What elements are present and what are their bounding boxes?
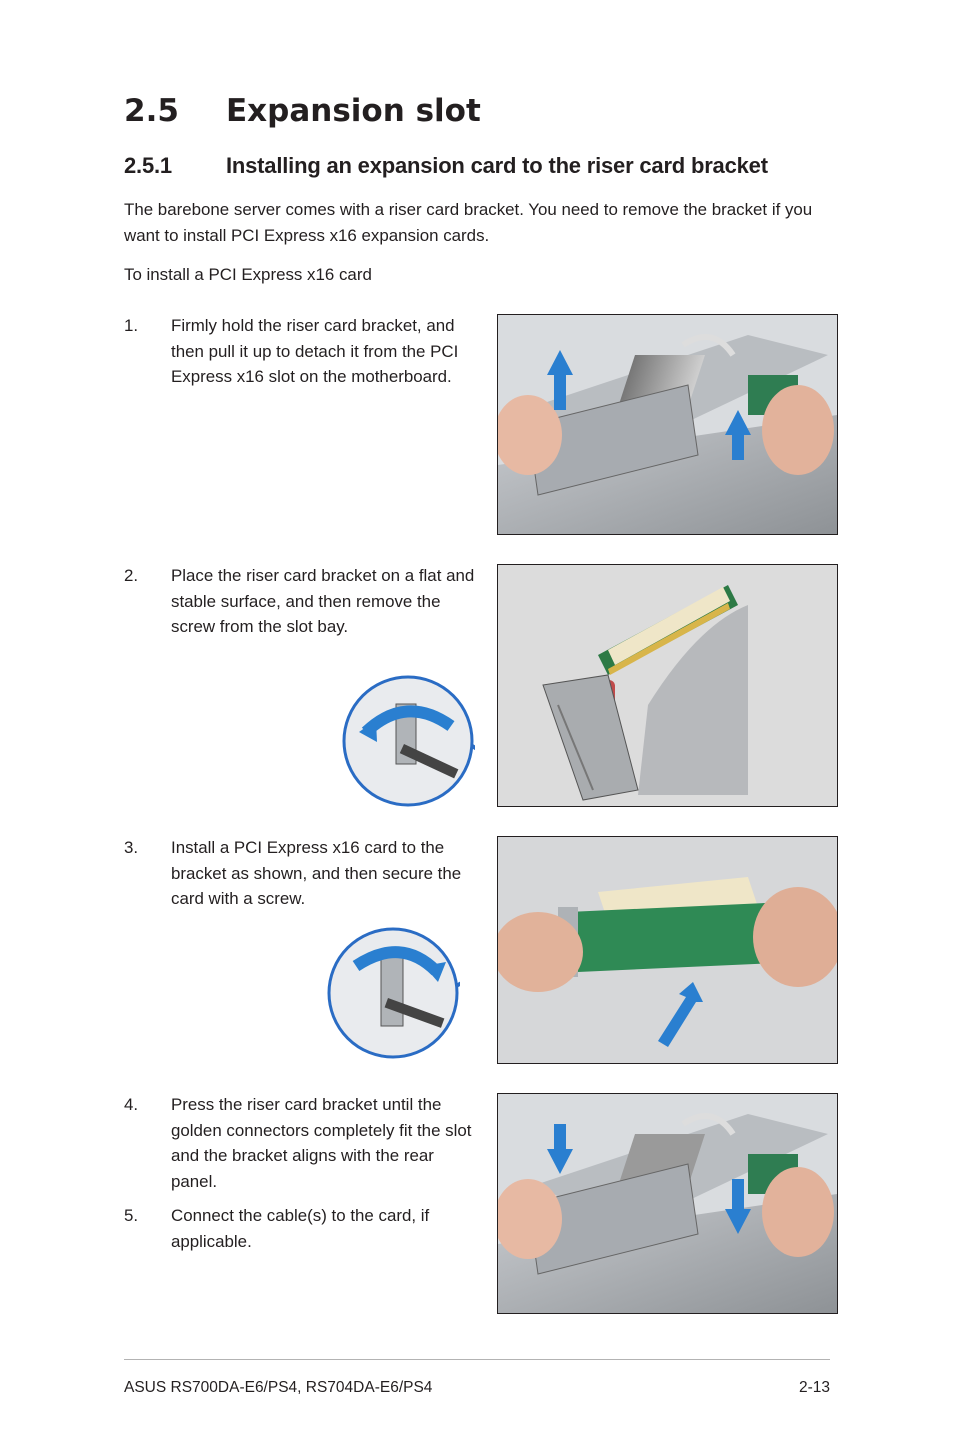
subsection-title: Installing an expansion card to the rise… xyxy=(226,153,768,178)
photo-riser-bracket-screw xyxy=(497,564,838,807)
step-text: Press the riser card bracket until the g… xyxy=(171,1095,472,1191)
step-number: 4. xyxy=(124,1095,139,1114)
intro-paragraph: The barebone server comes with a riser c… xyxy=(124,200,813,245)
step-5: 5. Connect the cable(s) to the card, if … xyxy=(124,1203,484,1254)
footer-rule xyxy=(124,1359,830,1360)
procedure-title: To install a PCI Express x16 card xyxy=(124,265,372,284)
step-number: 1. xyxy=(124,316,139,335)
step-text: Install a PCI Express x16 card to the br… xyxy=(171,838,462,908)
photo-pull-riser-bracket xyxy=(497,314,838,535)
photo-install-pci-card xyxy=(497,836,838,1064)
step-text: Connect the cable(s) to the card, if app… xyxy=(171,1206,430,1251)
subsection-heading: 2.5.1 Installing an expansion card to the… xyxy=(124,151,768,181)
callout-secure-screw xyxy=(326,926,499,1060)
footer-model: ASUS RS700DA-E6/PS4, RS704DA-E6/PS4 xyxy=(124,1379,433,1396)
step-text: Firmly hold the riser card bracket, and … xyxy=(171,316,459,386)
subsection-number: 2.5.1 xyxy=(124,153,172,178)
section-heading: 2.5 Expansion slot xyxy=(124,88,481,134)
step-number: 2. xyxy=(124,566,139,585)
step-3: 3. Install a PCI Express x16 card to the… xyxy=(124,835,484,912)
step-1: 1. Firmly hold the riser card bracket, a… xyxy=(124,313,484,390)
step-4: 4. Press the riser card bracket until th… xyxy=(124,1092,484,1194)
section-title: Expansion slot xyxy=(226,93,481,129)
section-number: 2.5 xyxy=(124,93,179,129)
photo-press-riser-bracket xyxy=(497,1093,838,1314)
page-number: 2-13 xyxy=(798,1379,830,1396)
step-2: 2. Place the riser card bracket on a fla… xyxy=(124,563,484,640)
step-number: 3. xyxy=(124,838,139,857)
step-text: Place the riser card bracket on a flat a… xyxy=(171,566,475,636)
callout-remove-screw xyxy=(341,674,503,808)
step-number: 5. xyxy=(124,1206,139,1225)
